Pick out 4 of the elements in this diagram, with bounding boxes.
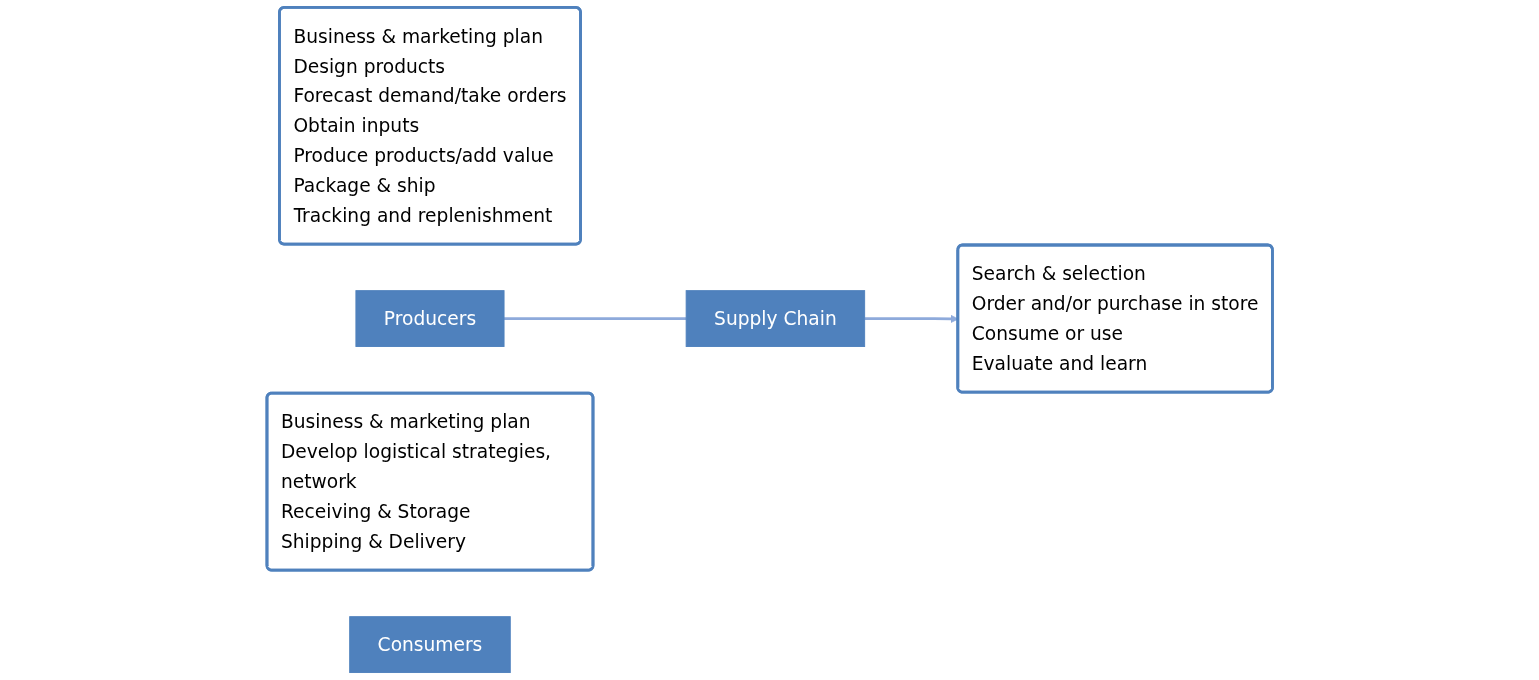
node-box: Producers bbox=[355, 290, 505, 347]
connector bbox=[503, 317, 686, 320]
node-box: Consumers bbox=[349, 616, 511, 673]
node-box: Supply Chain bbox=[685, 290, 865, 347]
